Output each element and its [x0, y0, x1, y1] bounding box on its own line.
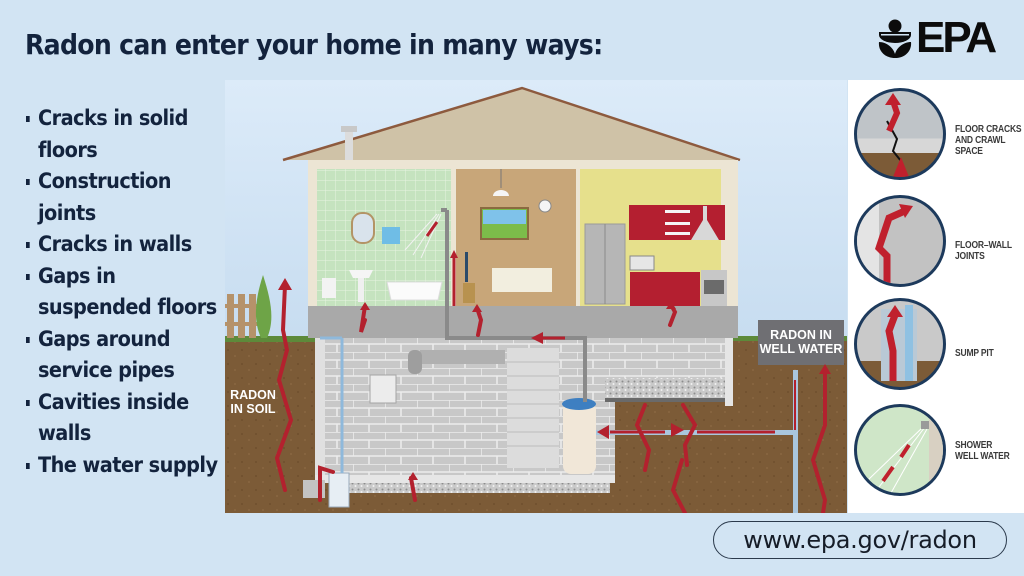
- sump-pit-icon: [854, 298, 946, 390]
- radon-in-well-water-label: RADON IN WELL WATER: [759, 328, 843, 356]
- radon-url-link[interactable]: www.epa.gov/radon: [713, 521, 1007, 559]
- floor-wall-joint-icon: [854, 195, 946, 287]
- epa-logo-text: EPA: [916, 13, 997, 62]
- house-cross-section-illustration: RADON IN SOIL RADON IN WELL WATER: [225, 80, 847, 513]
- epa-flower-icon: [878, 19, 912, 58]
- page-title: Radon can enter your home in many ways:: [25, 28, 603, 61]
- sump-pit-label: SUMP PIT: [955, 348, 994, 359]
- epa-logo: EPA: [876, 16, 1012, 60]
- bullet-item: Cracks in walls: [26, 229, 236, 261]
- floor-crack-icon: [854, 88, 946, 180]
- shower-icon: [854, 404, 946, 496]
- radon-in-soil-label: RADON IN SOIL: [230, 388, 276, 416]
- bullet-item: The water supply: [26, 450, 236, 482]
